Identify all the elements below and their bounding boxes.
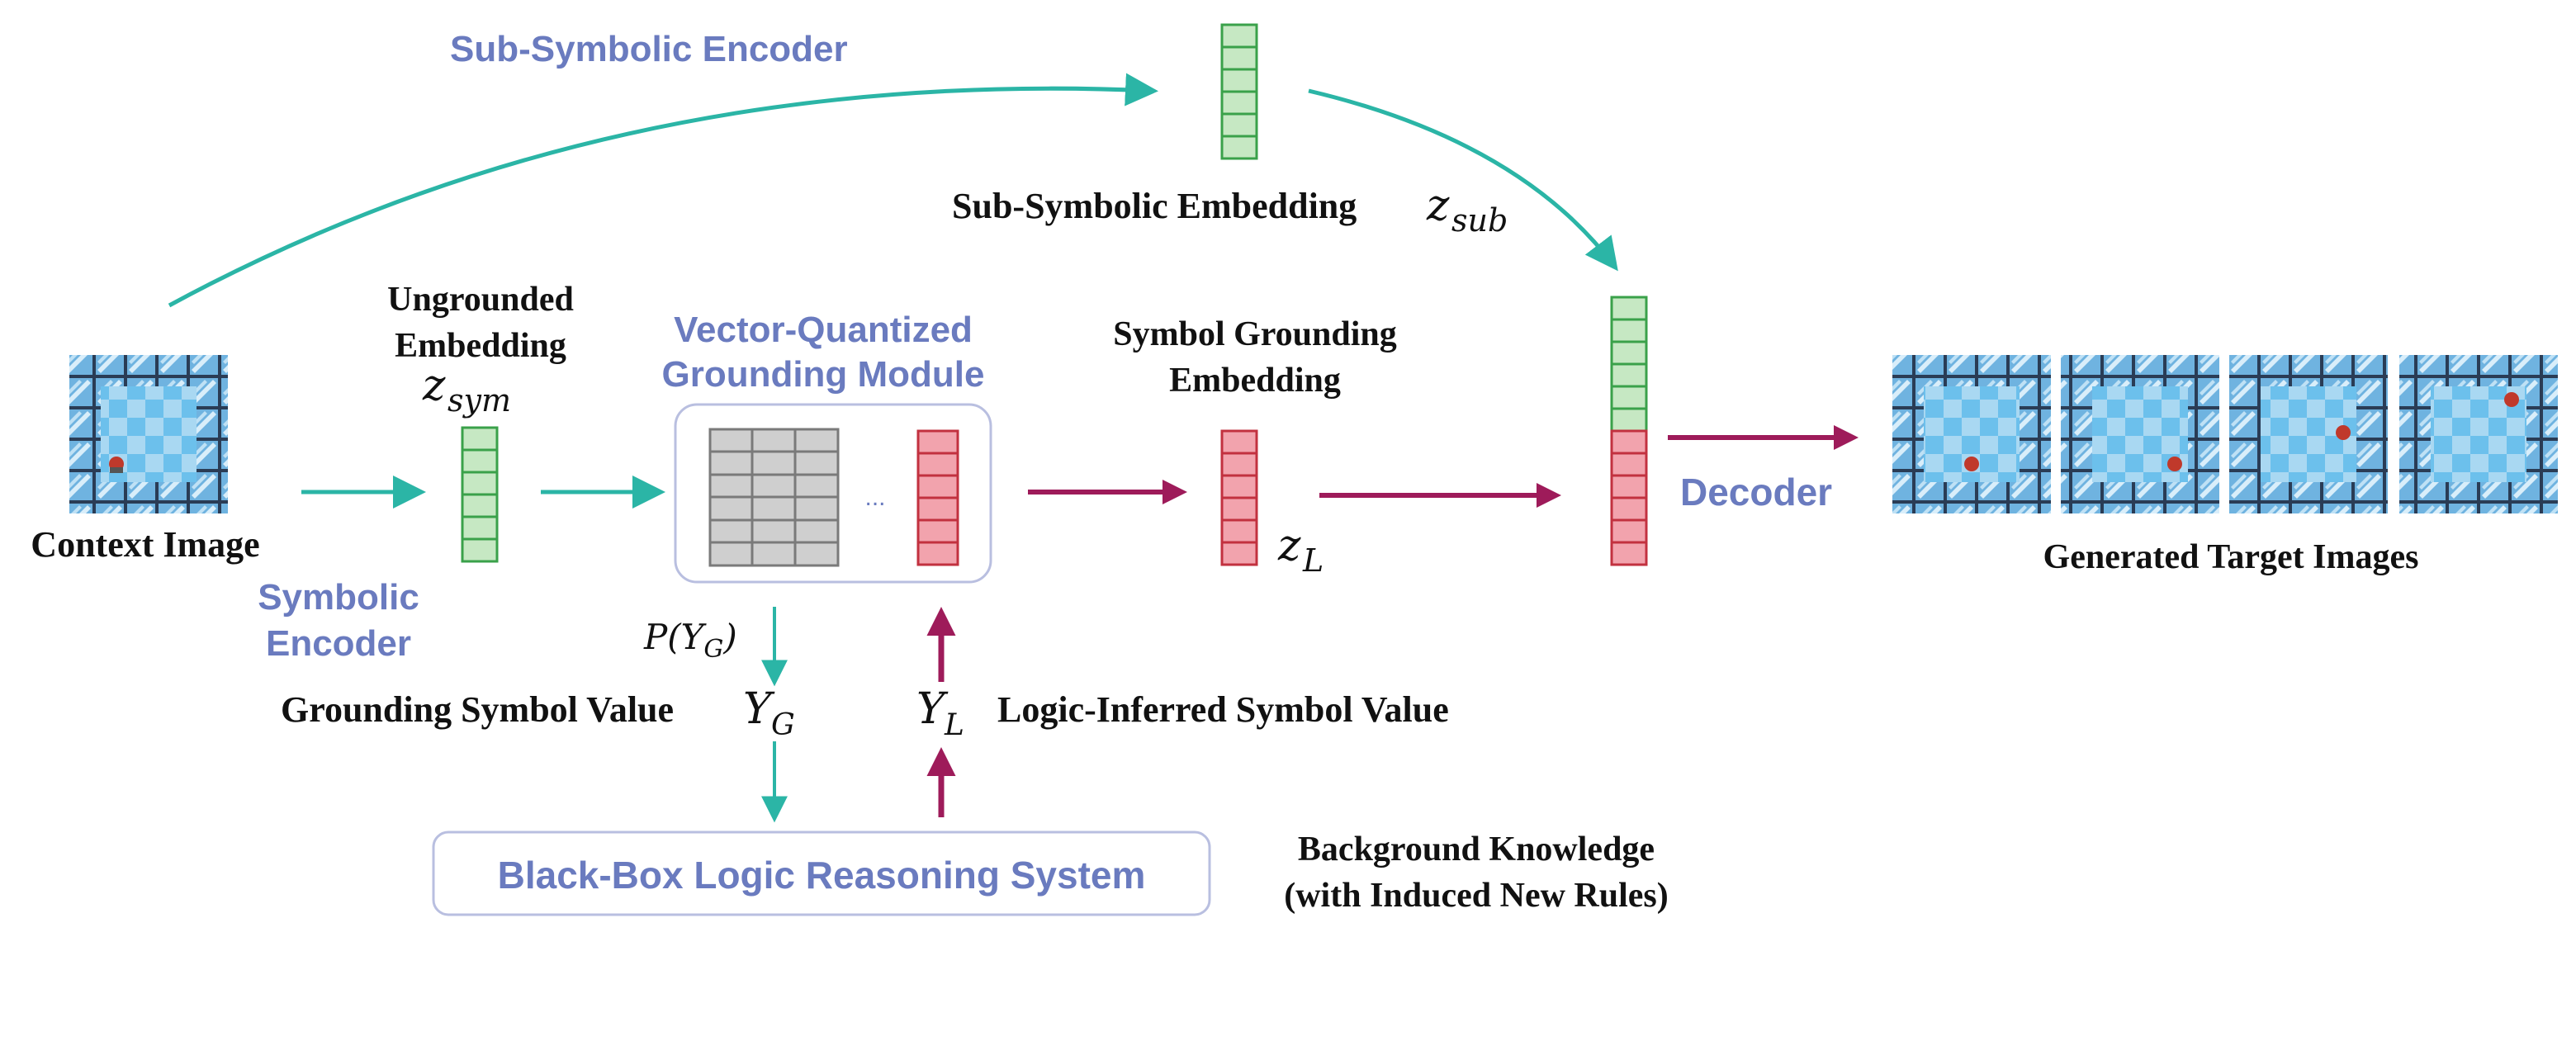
context-image-label: Context Image [31, 524, 259, 565]
z-sub-subscript: sub [1451, 202, 1508, 239]
z-l-symbol: z [1277, 521, 1301, 570]
vq-module-label-line1: Vector-Quantized [674, 310, 973, 350]
symbolic-encoder-label-line1: Symbolic [258, 577, 419, 618]
symbol-grounding-embedding-vector [1220, 429, 1258, 566]
logic-inferred-symbol-value-label: Logic-Inferred Symbol Value [997, 689, 1449, 730]
target-image-4 [2399, 355, 2558, 513]
ungrounded-label-line1: Ungrounded [387, 281, 574, 319]
codebook-selected-vector [916, 429, 959, 566]
player-sprite-icon [1964, 457, 1979, 471]
z-l-subscript: L [1302, 542, 1324, 579]
black-box-label: Black-Box Logic Reasoning System [498, 854, 1146, 897]
sge-label-line1: Symbol Grounding [1113, 315, 1397, 353]
target-image-1 [1892, 355, 2051, 513]
ungrounded-embedding-vector [461, 426, 499, 563]
player-sprite-icon [2336, 425, 2351, 440]
decoder-input-vector [1610, 296, 1648, 566]
y-g-symbol: Y [743, 684, 775, 734]
vq-module-label-line2: Grounding Module [661, 354, 984, 395]
sub-symbolic-embedding-vector [1220, 23, 1258, 160]
target-image-2 [2061, 355, 2219, 513]
player-sprite-icon [2504, 392, 2519, 407]
codebook-ellipsis: ... [864, 484, 885, 511]
black-box-reasoning-box [432, 830, 1211, 916]
z-sym-subscript: sym [447, 382, 511, 419]
sub-symbolic-embedding-label: Sub-Symbolic Embedding [952, 186, 1357, 226]
sub-symbolic-encoder-arrow [168, 73, 1158, 308]
player-sprite-icon [109, 457, 124, 473]
p-yg-label: P(YG) [643, 617, 737, 664]
generated-target-images-label: Generated Target Images [2043, 538, 2419, 576]
decoder-label: Decoder [1680, 471, 1832, 513]
z-sym-symbol: z [422, 361, 446, 410]
symbolic-encoder-label-line2: Encoder [266, 623, 411, 664]
target-image-3 [2229, 355, 2388, 513]
z-sub-symbol: z [1426, 181, 1450, 230]
player-sprite-icon [2167, 457, 2182, 471]
y-l-symbol: Y [916, 684, 949, 734]
sub-symbolic-to-decoder-arrow [1308, 88, 1618, 272]
grounding-symbol-value-label: Grounding Symbol Value [281, 689, 674, 730]
context-image [69, 355, 228, 513]
sge-label-line2: Embedding [1169, 362, 1341, 400]
y-g-subscript: G [771, 708, 795, 742]
ungrounded-label-line2: Embedding [395, 327, 566, 365]
codebook-grid [708, 428, 840, 567]
y-l-subscript: L [944, 708, 964, 742]
sub-symbolic-encoder-label: Sub-Symbolic Encoder [450, 29, 848, 69]
background-knowledge-line1: Background Knowledge [1298, 830, 1655, 868]
background-knowledge-line2: (with Induced New Rules) [1284, 877, 1669, 915]
